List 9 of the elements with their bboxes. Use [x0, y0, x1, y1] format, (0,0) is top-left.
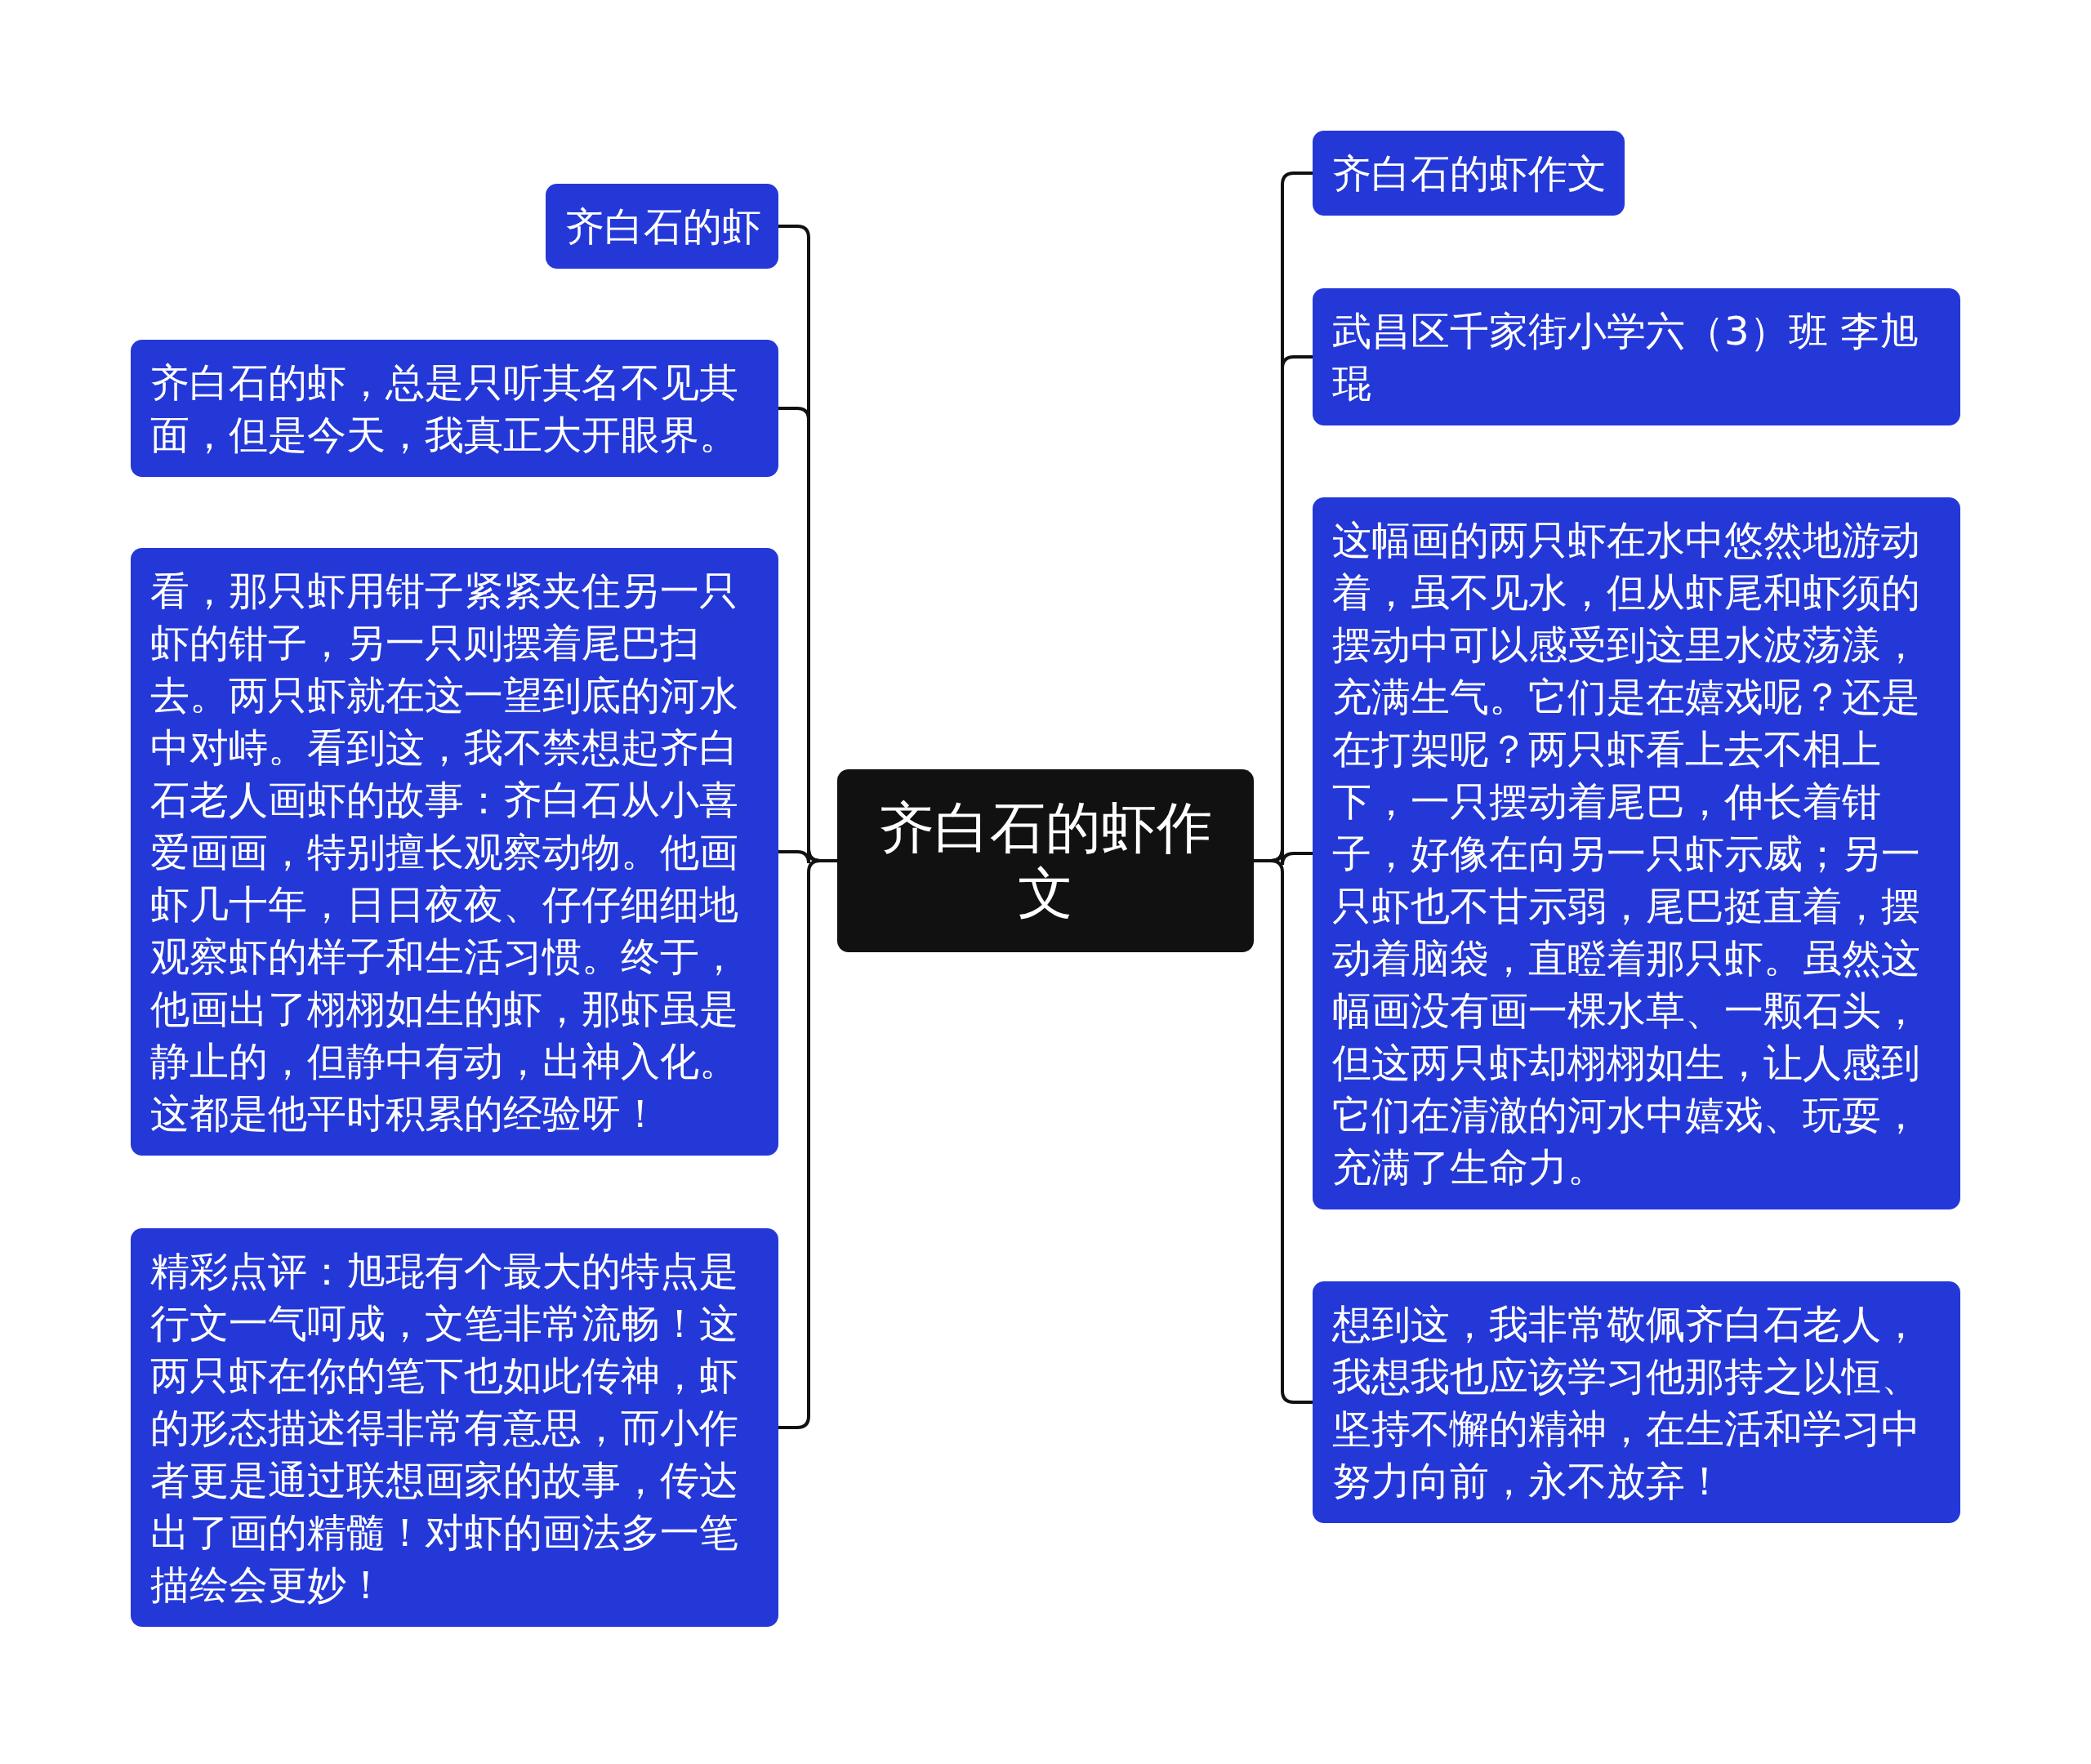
topic-box: 齐白石的虾，总是只听其名不见其面，但是今天，我真正大开眼界。: [131, 340, 778, 477]
topic-box: 武昌区千家街小学六（3）班 李旭琨: [1313, 288, 1960, 425]
topic-box: 想到这，我非常敬佩齐白石老人，我想我也应该学习他那持之以恒、坚持不懈的精神，在生活和学习中努力向前，永不放弃！: [1313, 1281, 1960, 1523]
topic-box: 看，那只虾用钳子紧紧夹住另一只虾的钳子，另一只则摆着尾巴扫去。两只虾就在这一望到底的河水中对峙。看到这，我不禁想起齐白石老人画虾的故事：齐白石从小喜爱画画，特别擅长观察动物。他画虾几十年，日日夜夜、仔仔细细地观察虾的样子和生活习惯。终于，他画出了栩栩如生的虾，那虾虽是静止的，但静中有动，出神入化。这都是他平时积累的经验呀！: [131, 548, 778, 1156]
central-topic-box: 齐白石的虾作文: [837, 769, 1254, 952]
topic-box: 这幅画的两只虾在水中悠然地游动着，虽不见水，但从虾尾和虾须的摆动中可以感受到这里水波荡漾，充满生气。它们是在嬉戏呢？还是在打架呢？两只虾看上去不相上下，一只摆动着尾巴，伸长着钳子，好像在向另一只虾示威；另一只虾也不甘示弱，尾巴挺直着，摆动着脑袋，直瞪着那只虾。虽然这幅画没有画一棵水草、一颗石头，但这两只虾却栩栩如生，让人感到它们在清澈的河水中嬉戏、玩耍，充满了生命力。: [1313, 497, 1960, 1209]
topic-box: 精彩点评：旭琨有个最大的特点是行文一气呵成，文笔非常流畅！这两只虾在你的笔下也如此传神，虾的形态描述得非常有意思，而小作者更是通过联想画家的故事，传达出了画的精髓！对虾的画法多一笔描绘会更妙！: [131, 1228, 778, 1627]
topic-box: 齐白石的虾作文: [1313, 131, 1625, 216]
topic-box: 齐白石的虾: [546, 184, 778, 269]
